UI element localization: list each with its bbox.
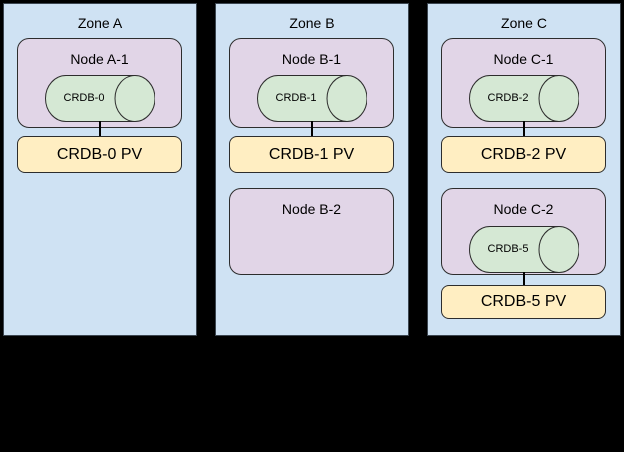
node-c-1-box: Node C-1 CRDB-2	[441, 38, 606, 128]
crdb-5-cylinder-icon: CRDB-5	[469, 226, 580, 273]
crdb-1-label: CRDB-1	[275, 92, 317, 104]
zone-a-title: Zone A	[77, 15, 123, 31]
zone-b-title: Zone B	[289, 15, 335, 31]
node-b-2-label: Node B-2	[281, 201, 342, 217]
node-b-2-box: Node B-2	[229, 188, 394, 275]
connector-line	[523, 272, 525, 285]
cylinder-shape	[257, 75, 368, 122]
node-c-2-box: Node C-2 CRDB-5	[441, 188, 606, 275]
zone-c-title: Zone C	[501, 15, 547, 31]
zone-c-container: Zone C Node C-1 CRDB-2 CRDB-2 PV Node C-…	[427, 3, 621, 336]
zone-b-container: Zone B Node B-1 CRDB-1 CRDB-1 PV Node B-…	[215, 3, 409, 336]
crdb-2-pv-box: CRDB-2 PV	[441, 136, 606, 173]
cylinder-shape	[45, 75, 156, 122]
node-c-1-label: Node C-1	[493, 51, 554, 67]
zone-a-container: Zone A Node A-1 CRDB-0 CRDB-0 PV	[3, 3, 197, 336]
crdb-0-cylinder-icon: CRDB-0	[45, 75, 156, 122]
crdb-2-label: CRDB-2	[487, 92, 529, 104]
connector-line	[99, 121, 101, 136]
crdb-1-pv-box: CRDB-1 PV	[229, 136, 394, 173]
cylinder-shape	[469, 75, 580, 122]
node-a-1-label: Node A-1	[70, 51, 129, 67]
crdb-2-cylinder-icon: CRDB-2	[469, 75, 580, 122]
crdb-0-label: CRDB-0	[63, 92, 105, 104]
crdb-0-pv-box: CRDB-0 PV	[17, 136, 182, 173]
crdb-1-cylinder-icon: CRDB-1	[257, 75, 368, 122]
connector-line	[311, 121, 313, 136]
node-c-2-label: Node C-2	[493, 201, 554, 217]
node-b-1-label: Node B-1	[281, 51, 342, 67]
node-b-1-box: Node B-1 CRDB-1	[229, 38, 394, 128]
crdb-5-label: CRDB-5	[487, 243, 529, 255]
node-a-1-box: Node A-1 CRDB-0	[17, 38, 182, 128]
crdb-5-pv-box: CRDB-5 PV	[441, 285, 606, 319]
connector-line	[523, 121, 525, 136]
